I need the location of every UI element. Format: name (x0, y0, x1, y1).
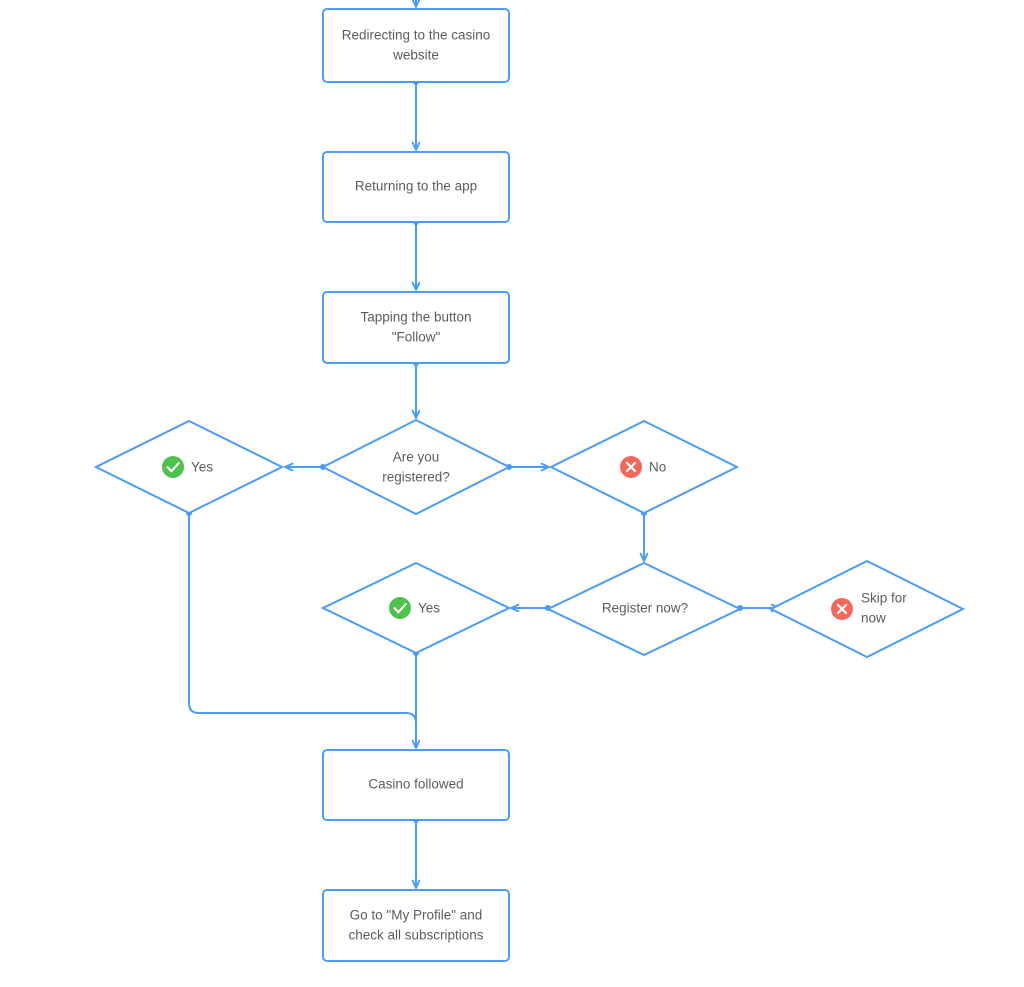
node-tapping-follow-shape (322, 291, 510, 364)
node-are-you-registered-label: Are you (393, 450, 440, 465)
node-register-yes-shape (320, 561, 512, 655)
node-returning[interactable]: Returning to the app (322, 151, 510, 223)
node-register-now-label: Register now? (602, 601, 688, 616)
node-tapping-follow[interactable]: Tapping the button "Follow" (322, 291, 510, 364)
node-registered-yes-label: Yes (191, 460, 213, 475)
node-skip-for-now-label-line2: now (861, 611, 886, 626)
node-registered-yes-shape (93, 419, 285, 515)
node-redirecting[interactable]: Redirecting to the casino website (322, 8, 510, 83)
node-registered-yes[interactable]: Yes (93, 419, 285, 515)
node-register-yes[interactable]: Yes (320, 561, 512, 655)
node-tapping-follow-label: Tapping the button (360, 310, 471, 325)
x-circle-icon (620, 456, 642, 478)
node-redirecting-label: Redirecting to the casino (342, 28, 491, 43)
check-circle-icon (162, 456, 184, 478)
check-circle-icon (389, 597, 411, 619)
node-check-subscriptions-label-line2: check all subscriptions (348, 928, 483, 943)
node-casino-followed-shape (322, 749, 510, 821)
node-casino-followed[interactable]: Casino followed (322, 749, 510, 821)
node-registered-no-shape (548, 419, 740, 515)
node-returning-label: Returning to the app (355, 179, 477, 194)
node-casino-followed-label: Casino followed (368, 777, 463, 792)
node-are-you-registered-shape (320, 418, 512, 516)
node-check-subscriptions-shape (322, 889, 510, 962)
node-check-subscriptions-label: Go to "My Profile" and (350, 908, 483, 923)
x-circle-icon (831, 598, 853, 620)
node-skip-for-now[interactable]: Skip for now (768, 559, 966, 659)
node-registered-no-label: No (649, 460, 666, 475)
node-registered-no[interactable]: No (548, 419, 740, 515)
node-register-now[interactable]: Register now? (545, 561, 743, 657)
node-skip-for-now-label: Skip for (861, 591, 907, 606)
node-tapping-follow-label-line2: "Follow" (392, 330, 441, 345)
node-register-yes-label: Yes (418, 601, 440, 616)
node-are-you-registered[interactable]: Are you registered? (320, 418, 512, 516)
node-redirecting-shape (322, 8, 510, 83)
node-skip-for-now-shape (768, 559, 966, 659)
node-returning-shape (322, 151, 510, 223)
node-are-you-registered-label-line2: registered? (382, 470, 450, 485)
node-check-subscriptions[interactable]: Go to "My Profile" and check all subscri… (322, 889, 510, 962)
node-register-now-shape (545, 561, 743, 657)
node-redirecting-label-line2: website (392, 48, 439, 63)
